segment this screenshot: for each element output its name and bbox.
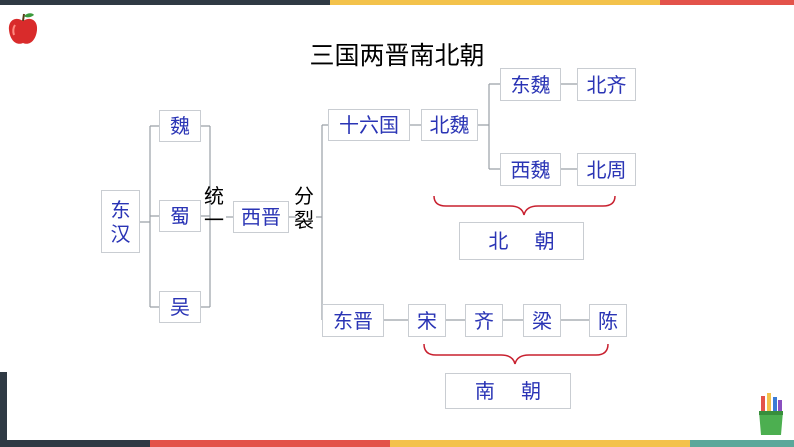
pencil-cup-icon	[759, 393, 783, 435]
node-beiqi: 北齐	[577, 68, 636, 101]
label-fenlie: 分裂	[294, 184, 314, 232]
label-tongyi: 统一	[204, 184, 224, 232]
node-xiwei: 西魏	[500, 153, 561, 186]
node-qi: 齐	[465, 304, 503, 337]
node-xijin: 西晋	[233, 201, 289, 233]
node-liang: 梁	[523, 304, 561, 337]
node-wu: 吴	[159, 291, 201, 323]
node-chen: 陈	[589, 304, 627, 337]
node-song: 宋	[408, 304, 446, 337]
node-dongjin: 东晋	[322, 304, 384, 337]
apple-icon	[8, 13, 38, 44]
node-shu: 蜀	[159, 200, 201, 232]
top-accent-bar	[0, 0, 794, 5]
node-wei: 魏	[159, 110, 201, 142]
page-title: 三国两晋南北朝	[309, 41, 485, 70]
northern-brace	[433, 195, 616, 216]
bottom-accent-bar	[0, 440, 794, 447]
node-beiwei: 北魏	[421, 109, 478, 141]
node-beizhou: 北周	[577, 153, 636, 186]
node-nanchao: 南 朝	[445, 373, 571, 409]
node-shiliuguo: 十六国	[328, 109, 410, 141]
node-beichao: 北 朝	[459, 222, 584, 260]
left-accent-bar	[0, 372, 7, 447]
node-dongwei: 东魏	[500, 68, 561, 101]
donghan-label: 东汉	[110, 197, 131, 246]
southern-brace	[423, 343, 609, 365]
node-donghan: 东汉	[101, 190, 140, 253]
